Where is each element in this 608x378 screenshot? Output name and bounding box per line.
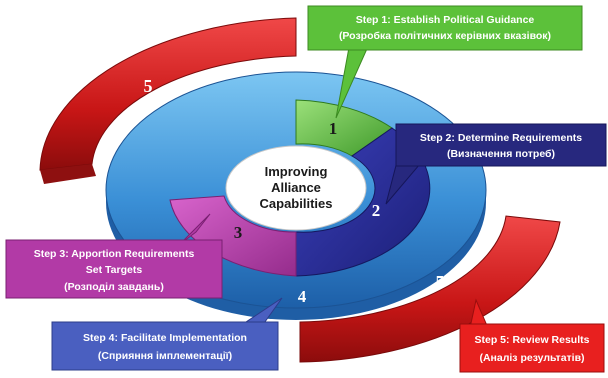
segment-5-lower-right (299, 215, 561, 363)
center-hole (225, 145, 367, 231)
center-label-line-2: Alliance (271, 180, 321, 195)
segment-5-number-upper: 5 (144, 76, 153, 96)
segment-3-number: 3 (234, 223, 243, 242)
segment-5-upper-left-rim (40, 164, 96, 184)
step-3-callout-pointer (179, 213, 211, 245)
step-3-title: Step 3: Apportion Requirements (34, 248, 195, 260)
center-label-line-1: Improving (265, 164, 328, 179)
step-2-subtitle: (Визначення потреб) (447, 148, 555, 160)
step-2-callout-box (395, 123, 607, 167)
segment-1-number: 1 (329, 119, 338, 138)
step-4-callout-box (51, 321, 279, 371)
step-3-title-line-2: Set Targets (86, 264, 143, 276)
step-5-callout-box (459, 323, 605, 373)
step-1-callout-box (307, 5, 583, 51)
segment-2-number: 2 (372, 201, 381, 220)
center-label-line-3: Capabilities (260, 196, 333, 211)
step-4-subtitle: (Сприяння імплементації) (98, 350, 232, 362)
step-1-subtitle: (Розробка політичних керівних вказівок) (339, 30, 551, 42)
segment-5-number-lower: 5 (436, 272, 445, 292)
step-2-title: Step 2: Determine Requirements (420, 132, 582, 144)
segment-5-upper-left (39, 17, 297, 171)
step-5-title: Step 5: Review Results (475, 334, 590, 346)
step-3-subtitle: (Розподіл завдань) (64, 281, 164, 293)
step-1-title: Step 1: Establish Political Guidance (356, 14, 535, 26)
segment-4-number: 4 (298, 287, 307, 306)
step-4-title: Step 4: Facilitate Implementation (83, 332, 247, 344)
segment-3 (169, 195, 297, 277)
step-3-callout-box (5, 239, 223, 299)
step-5-subtitle: (Аналіз результатів) (479, 352, 584, 364)
